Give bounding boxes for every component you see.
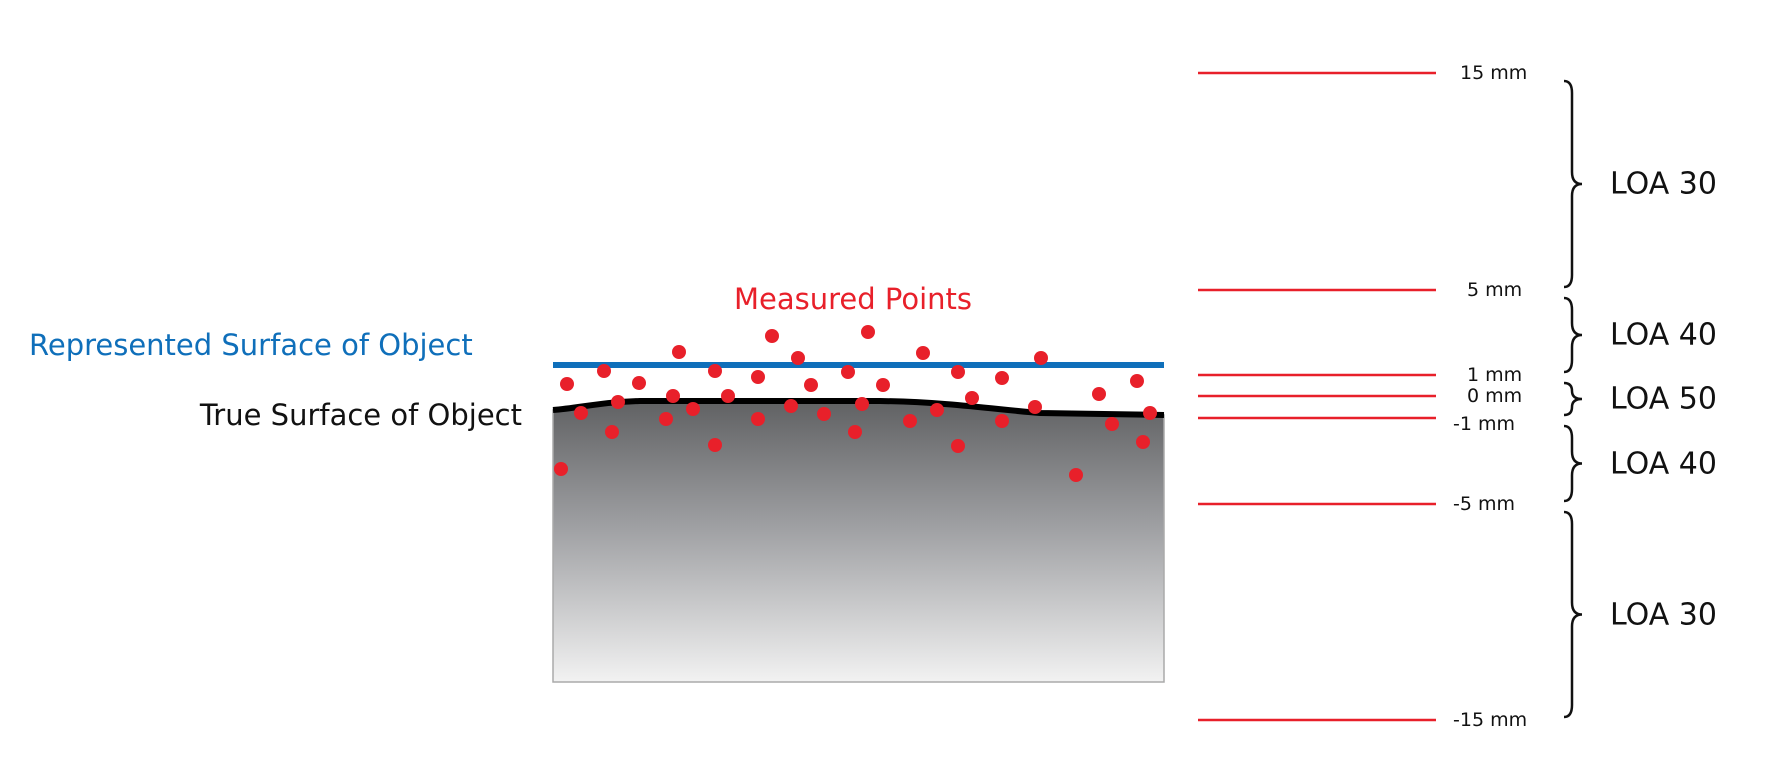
measured-point — [1028, 400, 1042, 414]
measured-point — [1034, 351, 1048, 365]
measured-point — [791, 351, 805, 365]
measured-points — [554, 325, 1157, 482]
measured-point — [784, 399, 798, 413]
measured-point — [855, 397, 869, 411]
measured-point — [751, 370, 765, 384]
measured-point — [1092, 387, 1106, 401]
loa-label: LOA 30 — [1610, 597, 1717, 632]
object-body — [552, 400, 1165, 683]
measured-point — [597, 364, 611, 378]
measured-point — [1130, 374, 1144, 388]
measured-point — [1143, 406, 1157, 420]
measured-point — [817, 407, 831, 421]
brace-icon — [1563, 510, 1583, 719]
measured-point — [995, 414, 1009, 428]
brace-icon — [1563, 79, 1583, 289]
represented-surface-label: Represented Surface of Object — [29, 328, 473, 362]
measured-point — [611, 395, 625, 409]
measured-point — [765, 329, 779, 343]
measured-point — [686, 402, 700, 416]
measured-point — [554, 462, 568, 476]
measured-point — [930, 403, 944, 417]
measured-point — [560, 377, 574, 391]
tolerance-label: -15 mm — [1453, 709, 1528, 731]
measured-point — [848, 425, 862, 439]
measured-point — [574, 406, 588, 420]
measured-point — [876, 378, 890, 392]
measured-point — [708, 438, 722, 452]
true-surface-label: True Surface of Object — [199, 398, 522, 432]
measured-point — [1069, 468, 1083, 482]
loa-label: LOA 30 — [1610, 166, 1717, 202]
loa-label: LOA 40 — [1610, 317, 1717, 353]
measured-point — [841, 365, 855, 379]
tolerance-label: 15 mm — [1460, 62, 1528, 84]
measured-point — [861, 325, 875, 339]
measured-point — [721, 389, 735, 403]
measured-point — [708, 364, 722, 378]
measured-point — [1105, 417, 1119, 431]
measured-point — [605, 425, 619, 439]
measured-point — [951, 439, 965, 453]
tolerance-label: 5 mm — [1467, 279, 1523, 301]
measured-point — [916, 346, 930, 360]
measured-point — [965, 391, 979, 405]
tolerance-label: 0 mm — [1467, 385, 1523, 407]
measured-point — [995, 371, 1009, 385]
measured-point — [804, 378, 818, 392]
tolerance-label: 1 mm — [1467, 364, 1523, 386]
tolerance-label: -1 mm — [1453, 413, 1516, 435]
brace-icon — [1563, 296, 1583, 374]
brace-icon — [1563, 424, 1583, 503]
measured-point — [1136, 435, 1150, 449]
measured-point — [751, 412, 765, 426]
measured-point — [659, 412, 673, 426]
measured-points-label: Measured Points — [734, 282, 972, 316]
tolerance-label: -5 mm — [1453, 493, 1516, 515]
measured-point — [903, 414, 917, 428]
loa-braces — [1563, 79, 1583, 719]
tolerance-lines — [1198, 71, 1436, 722]
loa-label: LOA 40 — [1610, 446, 1717, 481]
measured-point — [632, 376, 646, 390]
measured-point — [672, 345, 686, 359]
measured-point — [951, 365, 965, 379]
loa-label: LOA 50 — [1610, 381, 1717, 417]
measured-point — [666, 389, 680, 403]
brace-icon — [1563, 381, 1583, 417]
